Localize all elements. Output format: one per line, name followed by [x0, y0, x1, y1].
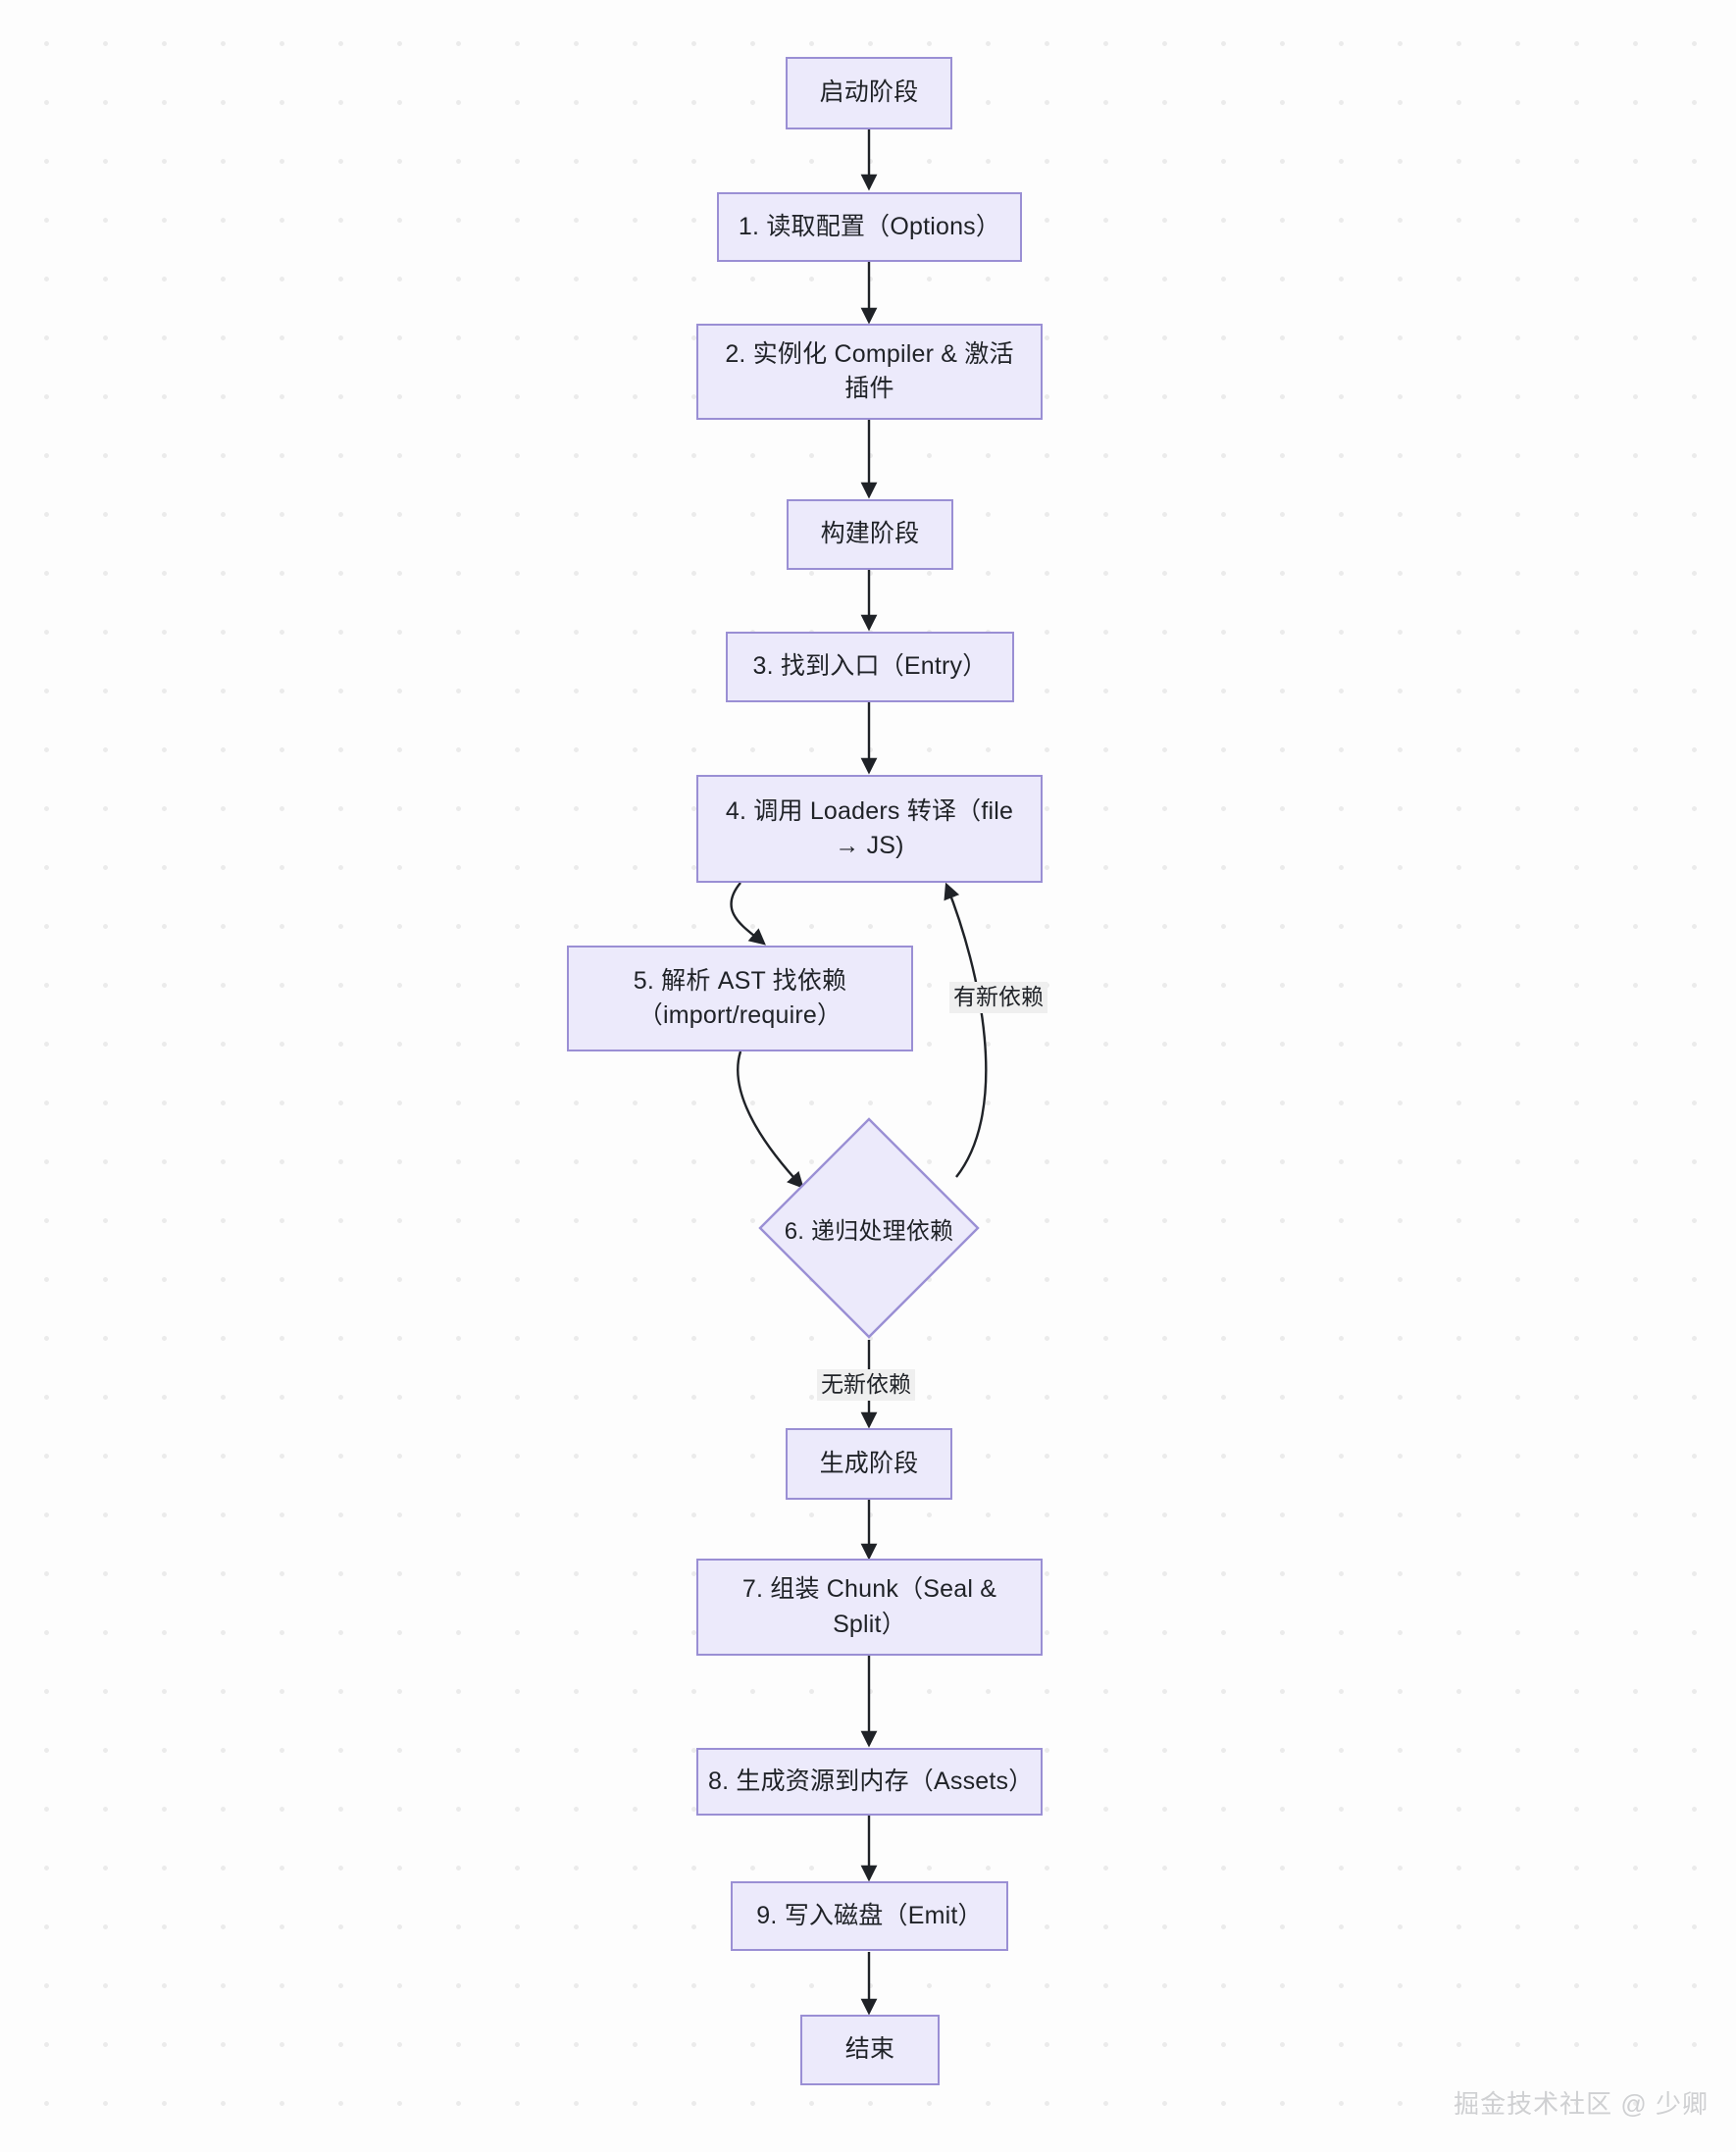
node-instantiate-compiler[interactable]: 2. 实例化 Compiler & 激活 插件: [696, 324, 1043, 420]
node-parse-ast[interactable]: 5. 解析 AST 找依赖 （import/require）: [567, 946, 913, 1051]
node-recursive-deps[interactable]: 6. 递归处理依赖: [757, 1116, 981, 1340]
diamond-shape: [758, 1117, 980, 1339]
node-emit-stage[interactable]: 生成阶段: [786, 1428, 952, 1500]
node-read-options[interactable]: 1. 读取配置（Options）: [717, 192, 1022, 262]
edge-label-has-new-dependency: 有新依赖: [949, 982, 1047, 1013]
node-recursive-deps-label: 6. 递归处理依赖: [784, 1217, 954, 1245]
node-start[interactable]: 启动阶段: [786, 57, 952, 129]
node-build-stage[interactable]: 构建阶段: [787, 499, 953, 570]
edge-label-no-new-dependency: 无新依赖: [817, 1369, 915, 1401]
watermark: 掘金技术社区 @ 少卿: [1454, 2089, 1709, 2119]
node-write-disk[interactable]: 9. 写入磁盘（Emit）: [731, 1881, 1008, 1951]
node-find-entry[interactable]: 3. 找到入口（Entry）: [726, 632, 1014, 702]
node-assemble-chunk[interactable]: 7. 组装 Chunk（Seal & Split）: [696, 1559, 1043, 1656]
node-generate-assets[interactable]: 8. 生成资源到内存（Assets）: [696, 1748, 1043, 1816]
node-end[interactable]: 结束: [800, 2015, 940, 2085]
node-call-loaders[interactable]: 4. 调用 Loaders 转译（file → JS): [696, 775, 1043, 883]
edge-4-to-5: [730, 882, 766, 946]
